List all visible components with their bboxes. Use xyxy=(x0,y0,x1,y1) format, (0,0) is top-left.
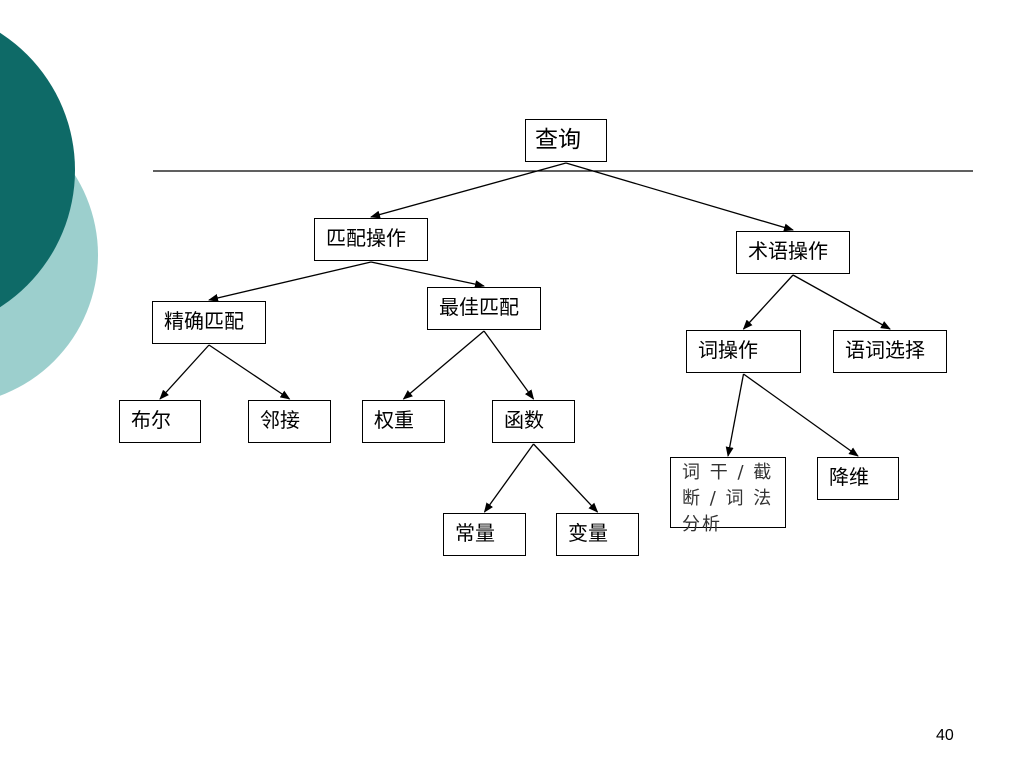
connector-root-to-match_ops xyxy=(370,162,567,219)
connector-match_ops-to-exact_match xyxy=(208,261,372,302)
dark-teal-circle xyxy=(0,32,75,308)
node-query: 查询 xyxy=(525,119,607,162)
connector-word_ops-to-dim_reduction xyxy=(743,373,859,457)
connector-match_ops-to-best_match xyxy=(370,261,485,289)
node-dimension-reduction: 降维 xyxy=(817,457,899,500)
node-match-operations: 匹配操作 xyxy=(314,218,428,261)
connector-term_ops-to-word_select xyxy=(792,274,891,330)
node-boolean: 布尔 xyxy=(119,400,201,443)
node-stem-truncation-lexical-text: 词 干 / 截断 / 词 法分析 xyxy=(682,462,774,535)
node-stem-truncation-lexical: 词 干 / 截断 / 词 法分析 xyxy=(670,457,786,535)
node-exact-match: 精确匹配 xyxy=(152,301,266,344)
node-variable: 变量 xyxy=(556,513,639,556)
node-function: 函数 xyxy=(492,400,575,443)
connector-exact_match-to-adjacency xyxy=(208,344,291,400)
connector-function-to-variable xyxy=(533,443,599,513)
node-word-operations: 词操作 xyxy=(686,330,801,373)
connector-best_match-to-weight xyxy=(402,330,485,400)
node-weight: 权重 xyxy=(362,400,445,443)
node-best-match: 最佳匹配 xyxy=(427,287,541,330)
connector-function-to-constant xyxy=(483,443,535,513)
node-term-operations: 术语操作 xyxy=(736,231,850,274)
node-word-selection: 语词选择 xyxy=(833,330,947,373)
connector-exact_match-to-boolean xyxy=(159,344,210,400)
connector-root-to-term_ops xyxy=(565,162,794,232)
node-adjacency: 邻接 xyxy=(248,400,331,443)
connector-word_ops-to-stem_analysis xyxy=(725,373,745,457)
page-number: 40 xyxy=(936,727,954,744)
connector-term_ops-to-word_ops xyxy=(742,274,794,330)
node-constant: 常量 xyxy=(443,513,526,556)
connector-best_match-to-function xyxy=(483,330,535,400)
